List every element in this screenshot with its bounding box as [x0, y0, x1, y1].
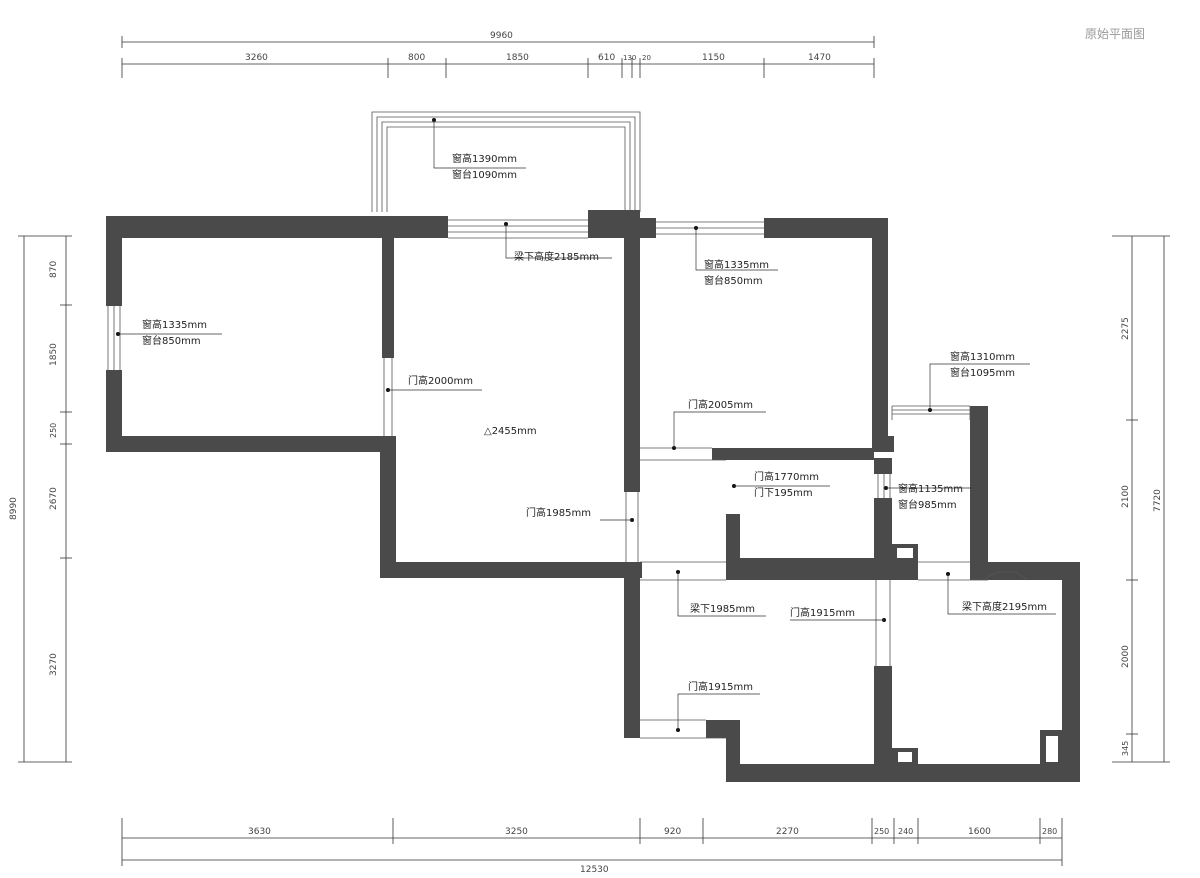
left-dimension-chain: 870 1850 250 2670 3270 8990 — [9, 235, 72, 763]
bottom-dim-8: 280 — [1042, 827, 1057, 836]
left-dim-3: 250 — [49, 423, 58, 438]
right-dim-2: 2100 — [1121, 485, 1131, 508]
right-total-dim: 7720 — [1153, 489, 1163, 512]
top-dim-6: 20 — [642, 54, 651, 62]
left-dim-5: 3270 — [49, 653, 59, 676]
top-dim-2: 800 — [408, 53, 425, 63]
walls — [106, 210, 1080, 782]
top-dim-4: 610 — [598, 53, 615, 63]
fixtures — [897, 548, 1058, 762]
small-room-door-lower: 门下195mm — [754, 486, 813, 499]
bottom-dimension-chain: 3630 3250 920 2270 250 240 1600 280 1253… — [121, 818, 1063, 875]
left-total-dim: 8990 — [9, 497, 19, 520]
right-dimension-chain: 2275 2100 2000 345 7720 — [1112, 235, 1170, 763]
right-bedroom-window-sill: 窗台850mm — [704, 274, 763, 287]
annotations: 窗高1390mm 窗台1090mm 梁下高度2185mm 窗高1335mm 窗台… — [142, 152, 1047, 693]
right-dim-4: 345 — [1121, 741, 1130, 756]
bottom-dim-6: 240 — [898, 827, 913, 836]
middle-beam-height: 梁下1985mm — [690, 602, 755, 615]
bottom-total-dim: 12530 — [580, 865, 609, 875]
left-dim-2: 1850 — [49, 343, 59, 366]
small-window-height: 窗高1310mm — [950, 350, 1015, 363]
right-dim-3: 2000 — [1121, 645, 1131, 668]
balcony-window-sill: 窗台1090mm — [452, 168, 517, 181]
bottom-dim-7: 1600 — [968, 827, 991, 837]
top-total-dim: 9960 — [490, 31, 513, 41]
annotation-leaders — [116, 118, 1056, 732]
top-dim-8: 1470 — [808, 53, 831, 63]
left-door-height: 门高2000mm — [408, 374, 473, 387]
left-dim-1: 870 — [49, 261, 59, 278]
top-dimension-chain: 9960 3260 800 1850 610 130 20 1150 1470 — [121, 31, 875, 78]
bottom-door-height: 门高1915mm — [688, 680, 753, 693]
lower-right-door-height: 门高1915mm — [790, 606, 855, 619]
small-room-door-height: 门高1770mm — [754, 470, 819, 483]
bottom-dim-5: 250 — [874, 827, 889, 836]
middle-door-height: 门高1985mm — [526, 506, 591, 519]
small-window-sill: 窗台1095mm — [950, 366, 1015, 379]
bath-window-height: 窗高1135mm — [898, 482, 963, 495]
lower-right-beam-height: 梁下高度2195mm — [962, 600, 1047, 613]
top-dim-3: 1850 — [506, 53, 529, 63]
beam-top-height: 梁下高度2185mm — [514, 250, 599, 263]
top-dim-1: 3260 — [245, 53, 268, 63]
bath-window-sill: 窗台985mm — [898, 498, 957, 511]
plan-title: 原始平面图 — [1085, 27, 1145, 41]
top-dim-7: 1150 — [702, 53, 725, 63]
left-bedroom-window-height: 窗高1335mm — [142, 318, 207, 331]
right-room-door-height: 门高2005mm — [688, 398, 753, 411]
top-dim-5: 130 — [623, 54, 636, 62]
balcony-window-height: 窗高1390mm — [452, 152, 517, 165]
bottom-dim-2: 3250 — [505, 827, 528, 837]
bottom-dim-1: 3630 — [248, 827, 271, 837]
right-dim-1: 2275 — [1121, 317, 1131, 340]
bottom-dim-4: 2270 — [776, 827, 799, 837]
windows — [107, 219, 1029, 739]
left-bedroom-window-sill: 窗台850mm — [142, 334, 201, 347]
balcony-outline — [371, 111, 641, 212]
ceiling-height: △2455mm — [484, 426, 537, 437]
right-bedroom-window-height: 窗高1335mm — [704, 258, 769, 271]
bottom-dim-3: 920 — [664, 827, 681, 837]
left-dim-4: 2670 — [49, 487, 59, 510]
